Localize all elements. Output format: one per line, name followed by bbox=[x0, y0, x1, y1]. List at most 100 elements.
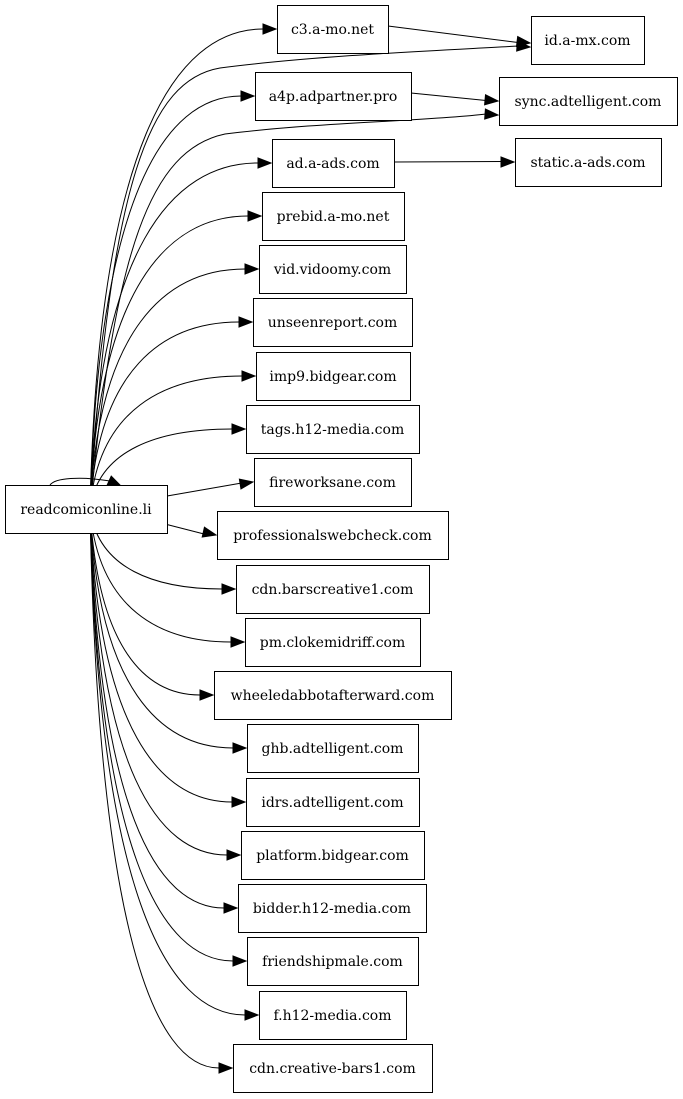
edge-adaads-to-staticaads bbox=[393, 161, 503, 163]
edge-readcomiconline-to-prebid bbox=[89, 215, 249, 510]
node-box bbox=[259, 991, 407, 1040]
node-box bbox=[272, 139, 395, 188]
edge-readcomiconline-to-friendship-arrowhead bbox=[232, 955, 248, 967]
node-ghb: ghb.adtelligent.com bbox=[247, 724, 419, 773]
edge-readcomiconline-to-adaads bbox=[89, 162, 259, 510]
edge-readcomiconline-to-barscreative-arrowhead bbox=[221, 583, 237, 595]
edge-readcomiconline-to-creativebars-arrowhead bbox=[218, 1062, 234, 1074]
node-box bbox=[5, 485, 168, 534]
node-label: tags.h12-media.com bbox=[261, 422, 404, 438]
node-box bbox=[277, 5, 389, 54]
node-label: a4p.adpartner.pro bbox=[269, 89, 398, 105]
edge-readcomiconline-to-profweb-arrowhead bbox=[201, 526, 218, 538]
edge-readcomiconline-to-ghb bbox=[89, 508, 234, 749]
node-box bbox=[255, 72, 412, 121]
edge-readcomiconline-to-fh12 bbox=[89, 508, 246, 1016]
edge-readcomiconline-to-idrs bbox=[89, 508, 233, 803]
node-box bbox=[253, 298, 413, 347]
node-platform: platform.bidgear.com bbox=[241, 831, 425, 880]
edge-readcomiconline-to-pmcloke-arrowhead bbox=[230, 636, 246, 648]
edge-readcomiconline-to-creativebars bbox=[89, 508, 220, 1069]
edge-c3-to-idamx bbox=[387, 25, 519, 43]
node-box bbox=[499, 77, 678, 126]
node-label: vid.vidoomy.com bbox=[273, 262, 391, 278]
edge-readcomiconline-to-c3 bbox=[89, 28, 264, 510]
edge-readcomiconline-to-a4p-arrowhead bbox=[240, 90, 256, 102]
edge-readcomiconline-to-prebid-arrowhead bbox=[247, 210, 263, 222]
edge-readcomiconline-to-unseen bbox=[89, 321, 240, 510]
node-label: imp9.bidgear.com bbox=[269, 369, 396, 385]
node-label: f.h12-media.com bbox=[273, 1008, 391, 1024]
node-box bbox=[247, 937, 419, 986]
node-box bbox=[247, 724, 419, 773]
edges-layer bbox=[49, 23, 532, 1074]
edge-readcomiconline-to-unseen-arrowhead bbox=[238, 316, 254, 328]
edge-readcomiconline-to-c3-arrowhead bbox=[262, 23, 278, 35]
node-box bbox=[214, 671, 452, 720]
edge-readcomiconline-to-fh12-arrowhead bbox=[244, 1009, 260, 1021]
node-tagsh12: tags.h12-media.com bbox=[246, 405, 420, 454]
node-wheeled: wheeledabbotafterward.com bbox=[214, 671, 452, 720]
node-idrs: idrs.adtelligent.com bbox=[246, 778, 420, 827]
node-box bbox=[259, 245, 407, 294]
node-label: static.a-ads.com bbox=[530, 155, 645, 171]
node-label: friendshipmale.com bbox=[262, 954, 403, 970]
node-label: c3.a-mo.net bbox=[291, 22, 374, 38]
edge-readcomiconline-to-ghb-arrowhead bbox=[232, 742, 248, 754]
node-box bbox=[245, 618, 421, 667]
node-prebid: prebid.a-mo.net bbox=[262, 192, 405, 241]
node-label: sync.adtelligent.com bbox=[515, 94, 662, 110]
node-idamx: id.a-mx.com bbox=[531, 16, 645, 65]
node-friendship: friendshipmale.com bbox=[247, 937, 419, 986]
node-label: idrs.adtelligent.com bbox=[261, 795, 403, 811]
node-label: bidder.h12-media.com bbox=[253, 901, 411, 917]
node-c3: c3.a-mo.net bbox=[277, 5, 389, 54]
edge-readcomiconline-to-readcomiconline-arrowhead bbox=[106, 475, 123, 487]
node-box bbox=[256, 352, 411, 401]
node-box bbox=[531, 16, 645, 65]
node-label: cdn.barscreative1.com bbox=[252, 582, 414, 598]
node-readcomiconline: readcomiconline.li bbox=[5, 485, 168, 534]
node-pmcloke: pm.clokemidriff.com bbox=[245, 618, 421, 667]
node-label: wheeledabbotafterward.com bbox=[231, 688, 435, 704]
node-box bbox=[236, 565, 430, 614]
node-label: ghb.adtelligent.com bbox=[262, 741, 404, 757]
node-label: platform.bidgear.com bbox=[256, 848, 409, 864]
node-label: prebid.a-mo.net bbox=[277, 209, 390, 225]
edge-readcomiconline-to-wheeled-arrowhead bbox=[199, 689, 215, 701]
node-label: ad.a-ads.com bbox=[286, 156, 379, 172]
edge-readcomiconline-to-bidderh12 bbox=[89, 508, 225, 909]
node-box bbox=[515, 138, 662, 187]
node-profweb: professionalswebcheck.com bbox=[217, 511, 449, 560]
edge-readcomiconline-to-bidderh12-arrowhead bbox=[223, 902, 239, 914]
edge-readcomiconline-to-imp9 bbox=[89, 375, 243, 510]
edge-a4p-to-sync-arrowhead bbox=[484, 94, 500, 106]
edge-readcomiconline-to-platform bbox=[89, 508, 228, 856]
edge-c3-to-idamx-arrowhead bbox=[515, 35, 532, 48]
edge-readcomiconline-to-imp9-arrowhead bbox=[241, 370, 257, 382]
edge-readcomiconline-to-vidoomy bbox=[89, 268, 246, 510]
node-a4p: a4p.adpartner.pro bbox=[255, 72, 412, 121]
node-fh12: f.h12-media.com bbox=[259, 991, 407, 1040]
node-fireworks: fireworksane.com bbox=[254, 458, 412, 507]
edge-readcomiconline-to-a4p bbox=[89, 95, 242, 510]
node-sync: sync.adtelligent.com bbox=[499, 77, 678, 126]
node-label: cdn.creative-bars1.com bbox=[249, 1061, 416, 1077]
node-imp9: imp9.bidgear.com bbox=[256, 352, 411, 401]
node-staticaads: static.a-ads.com bbox=[515, 138, 662, 187]
node-vidoomy: vid.vidoomy.com bbox=[259, 245, 407, 294]
node-box bbox=[246, 405, 420, 454]
node-label: fireworksane.com bbox=[269, 475, 396, 491]
node-label: id.a-mx.com bbox=[544, 33, 630, 49]
node-label: readcomiconline.li bbox=[20, 502, 152, 518]
node-label: pm.clokemidriff.com bbox=[260, 635, 406, 651]
edge-readcomiconline-to-fireworks-arrowhead bbox=[238, 478, 255, 490]
edge-readcomiconline-to-vidoomy-arrowhead bbox=[244, 263, 260, 275]
node-creativebars: cdn.creative-bars1.com bbox=[233, 1044, 433, 1093]
edge-readcomiconline-to-pmcloke bbox=[89, 508, 232, 643]
node-box bbox=[238, 884, 427, 933]
node-bidderh12: bidder.h12-media.com bbox=[238, 884, 427, 933]
edge-readcomiconline-to-adaads-arrowhead bbox=[257, 157, 273, 169]
node-box bbox=[217, 511, 449, 560]
